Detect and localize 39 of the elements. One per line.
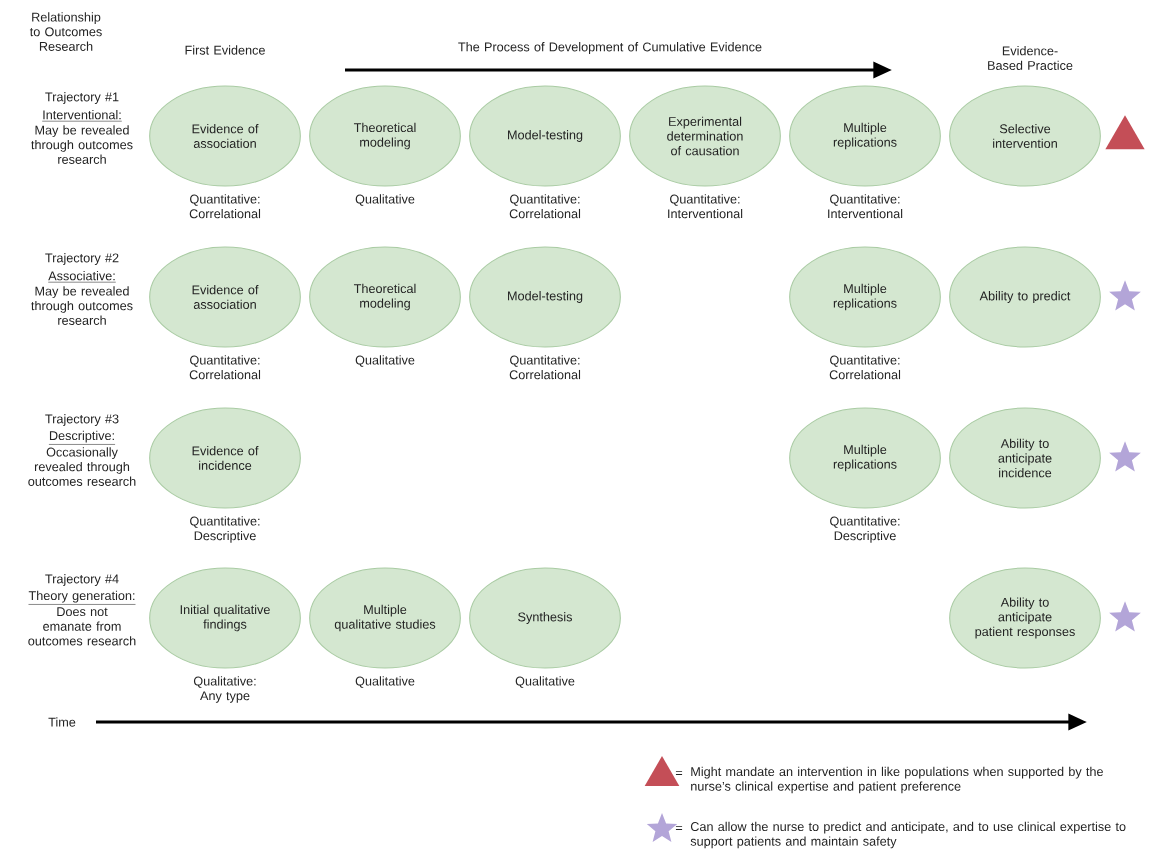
trajectory-description: May be revealed through outcomes research: [31, 286, 133, 325]
method-label: Quantitative: Correlational: [829, 355, 901, 380]
method-label: Quantitative: Correlational: [509, 194, 581, 219]
trajectory-label: Trajectory #4: [45, 574, 119, 586]
method-label: Qualitative: [355, 355, 415, 367]
method-label: Qualitative: [355, 676, 415, 688]
equals-sign: =: [675, 825, 683, 830]
trajectory-type: Interventional:: [41, 110, 123, 122]
method-label: Quantitative: Descriptive: [190, 516, 260, 543]
method-label: Qualitative: Any type: [193, 676, 256, 703]
method-label: Quantitative: Correlational: [189, 355, 261, 380]
method-label: Quantitative: Interventional: [668, 194, 743, 219]
method-label: Qualitative: [355, 194, 415, 206]
star-marker: [1109, 601, 1141, 632]
method-label: Quantitative: Correlational: [189, 194, 261, 219]
column-heading: First Evidence: [185, 45, 265, 55]
trajectory-description: May be revealed through outcomes research: [31, 125, 133, 164]
method-label: Quantitative: Interventional: [828, 194, 903, 219]
equals-sign: =: [675, 770, 683, 775]
trajectory-type: Associative:: [47, 271, 117, 283]
column-heading: Relationship to Outcomes Research: [29, 12, 102, 51]
legend-text: Can allow the nurse to predict and anticipate, and to use clinical expertise to support patients and maintain safety: [690, 821, 1126, 849]
column-heading: The Process of Development of Cumulative Evidence: [458, 42, 762, 54]
method-label: Quantitative: Correlational: [509, 355, 581, 380]
method-label: Quantitative: Descriptive: [830, 516, 900, 543]
trajectory-label: Trajectory #3: [45, 414, 119, 426]
trajectory-type: Descriptive:: [48, 430, 116, 445]
trajectory-label: Trajectory #2: [45, 253, 119, 265]
triangle-marker: [1105, 115, 1145, 150]
method-label: Qualitative: [515, 676, 575, 688]
column-heading: Evidence-Based Practice: [988, 46, 1073, 70]
star-marker: [1109, 441, 1141, 472]
trajectory-description: Does not emanate from outcomes research: [28, 607, 136, 646]
trajectory-description: Occasionally revealed through outcomes research: [28, 447, 136, 486]
legend-text: Might mandate an intervention in like populations when supported by the nurse’s clinical expertise and patient preference: [691, 766, 1103, 794]
trajectory-type: Theory generation:: [28, 590, 136, 605]
axis-label: Time: [48, 717, 76, 727]
star-marker: [1109, 280, 1141, 311]
trajectory-label: Trajectory #1: [45, 92, 119, 104]
